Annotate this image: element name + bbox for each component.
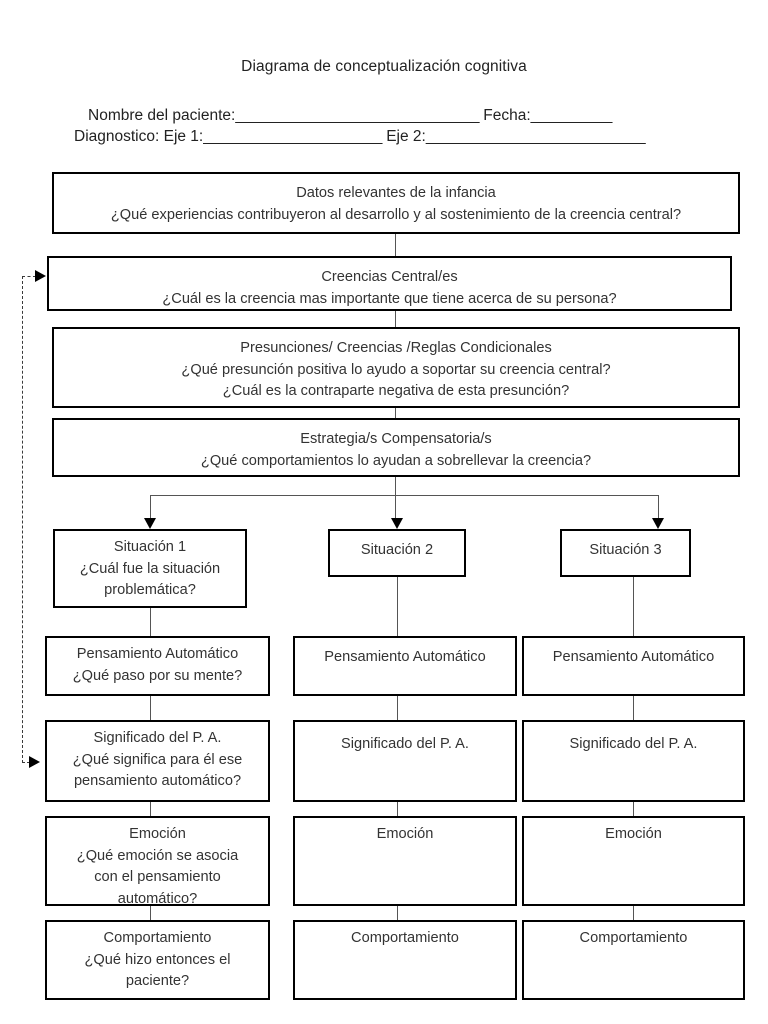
box-situation-1-question-1: ¿Cuál fue la situación	[79, 560, 221, 577]
box-assumptions-title: Presunciones/ Creencias /Reglas Condicio…	[240, 340, 552, 356]
connector-c3-emotion-to-behavior	[633, 906, 635, 920]
date-field[interactable]: __________	[530, 107, 613, 124]
connector-branch-right-drop	[658, 495, 660, 523]
diagnosis-axis2-label: Eje 2:	[381, 128, 426, 145]
box-childhood-data[interactable]: Datos relevantes de la infancia ¿Qué exp…	[52, 172, 740, 234]
box-situation-1-title: Situación 1	[113, 539, 187, 555]
patient-line: Nombre del paciente:____________________…	[0, 105, 768, 126]
box-automatic-thought-3[interactable]: Pensamiento Automático	[522, 636, 745, 696]
box-assumptions-question-1: ¿Qué presunción positiva lo ayudo a sopo…	[181, 361, 611, 378]
box-behavior-2[interactable]: Comportamiento	[293, 920, 517, 1000]
connector-childhood-to-core	[395, 234, 397, 256]
box-emotion-1-question-1: ¿Qué emoción se asocia	[76, 847, 239, 864]
box-automatic-thought-1-title: Pensamiento Automático	[76, 646, 239, 662]
box-situation-3[interactable]: Situación 3	[560, 529, 691, 577]
connector-c2-thought-to-meaning	[397, 696, 399, 720]
box-emotion-1-title: Emoción	[129, 826, 186, 842]
box-emotion-1-question-2: con el pensamiento	[94, 869, 221, 885]
feedback-loop-bottom-segment	[22, 762, 30, 763]
connector-branch-bar	[150, 495, 658, 497]
box-behavior-2-title: Comportamiento	[351, 930, 459, 946]
feedback-arrow-to-meaning-1	[29, 756, 40, 768]
patient-name-label: Nombre del paciente:	[88, 107, 236, 124]
date-label: Fecha:	[478, 107, 531, 124]
box-behavior-1-title: Comportamiento	[103, 930, 212, 946]
box-automatic-thought-2[interactable]: Pensamiento Automático	[293, 636, 517, 696]
connector-c3-situation-to-thought	[633, 577, 635, 636]
box-emotion-2[interactable]: Emoción	[293, 816, 517, 906]
box-behavior-1-question-2: paciente?	[125, 973, 190, 989]
connector-c2-emotion-to-behavior	[397, 906, 399, 920]
diagnosis-axis1-field[interactable]: ______________________	[203, 128, 382, 145]
box-compensatory-strategies[interactable]: Estrategia/s Compensatoria/s ¿Qué compor…	[52, 418, 740, 477]
box-meaning-1-question-2: pensamiento automático?	[73, 773, 242, 789]
connector-c3-meaning-to-emotion	[633, 802, 635, 816]
box-childhood-title: Datos relevantes de la infancia	[296, 185, 496, 201]
box-automatic-thought-1-question: ¿Qué paso por su mente?	[72, 667, 243, 684]
feedback-arrow-to-core-beliefs	[35, 270, 46, 282]
box-automatic-thought-2-title: Pensamiento Automático	[324, 649, 486, 665]
box-strategies-title: Estrategia/s Compensatoria/s	[300, 431, 492, 447]
feedback-loop-vertical	[22, 276, 23, 763]
box-childhood-question: ¿Qué experiencias contribuyeron al desar…	[110, 206, 682, 223]
box-emotion-1[interactable]: Emoción ¿Qué emoción se asocia con el pe…	[45, 816, 270, 907]
diagnosis-line: Diagnostico: Eje 1:_____________________…	[0, 126, 768, 147]
box-meaning-1-question-1: ¿Qué significa para él ese	[72, 751, 243, 768]
box-core-beliefs-title: Creencias Central/es	[321, 269, 458, 285]
form-header: Nombre del paciente:____________________…	[0, 105, 768, 147]
connector-assumptions-to-strategies	[395, 408, 397, 418]
box-meaning-2-title: Significado del P. A.	[341, 736, 469, 752]
connector-c1-thought-to-meaning	[150, 696, 152, 720]
diagnosis-axis2-field[interactable]: ___________________________	[425, 128, 646, 145]
box-situation-2-title: Situación 2	[360, 542, 434, 558]
box-assumptions[interactable]: Presunciones/ Creencias /Reglas Condicio…	[52, 327, 740, 408]
box-automatic-thought-1[interactable]: Pensamiento Automático ¿Qué paso por su …	[45, 636, 270, 696]
box-emotion-2-title: Emoción	[376, 826, 434, 842]
box-situation-1[interactable]: Situación 1 ¿Cuál fue la situación probl…	[53, 529, 247, 608]
connector-core-to-assumptions	[395, 311, 397, 327]
connector-strategies-stem	[395, 477, 397, 523]
box-core-beliefs-question: ¿Cuál es la creencia mas importante que …	[162, 290, 617, 307]
box-behavior-3[interactable]: Comportamiento	[522, 920, 745, 1000]
diagnosis-axis1-label: Diagnostico: Eje 1:	[74, 128, 204, 145]
box-situation-1-question-2: problemática?	[104, 582, 196, 598]
box-behavior-1[interactable]: Comportamiento ¿Qué hizo entonces el pac…	[45, 920, 270, 1000]
connector-branch-left-drop	[150, 495, 152, 523]
connector-c1-meaning-to-emotion	[150, 802, 152, 816]
box-meaning-3[interactable]: Significado del P. A.	[522, 720, 745, 802]
connector-c3-thought-to-meaning	[633, 696, 635, 720]
box-meaning-1-title: Significado del P. A.	[93, 730, 222, 746]
arrow-to-situation-3	[652, 518, 664, 529]
arrow-to-situation-2	[391, 518, 403, 529]
box-meaning-2[interactable]: Significado del P. A.	[293, 720, 517, 802]
connector-c1-situation-to-thought	[150, 608, 152, 636]
box-assumptions-question-2: ¿Cuál es la contraparte negativa de esta…	[222, 383, 570, 399]
box-strategies-question: ¿Qué comportamientos lo ayudan a sobrell…	[200, 452, 592, 469]
box-emotion-1-question-3: automático?	[117, 890, 198, 907]
box-automatic-thought-3-title: Pensamiento Automático	[552, 649, 715, 665]
box-meaning-1[interactable]: Significado del P. A. ¿Qué significa par…	[45, 720, 270, 802]
box-situation-2[interactable]: Situación 2	[328, 529, 466, 577]
arrow-to-situation-1	[144, 518, 156, 529]
box-emotion-3-title: Emoción	[605, 826, 662, 842]
box-meaning-3-title: Significado del P. A.	[569, 736, 698, 752]
connector-c2-meaning-to-emotion	[397, 802, 399, 816]
box-situation-3-title: Situación 3	[589, 542, 662, 558]
page-title: Diagrama de conceptualización cognitiva	[241, 58, 527, 75]
box-behavior-3-title: Comportamiento	[579, 930, 688, 946]
connector-c1-emotion-to-behavior	[150, 906, 152, 920]
box-emotion-3[interactable]: Emoción	[522, 816, 745, 906]
box-behavior-1-question-1: ¿Qué hizo entonces el	[84, 951, 231, 968]
patient-name-field[interactable]: ______________________________	[235, 107, 479, 124]
box-core-beliefs[interactable]: Creencias Central/es ¿Cuál es la creenci…	[47, 256, 732, 311]
feedback-loop-top-segment	[22, 276, 36, 277]
connector-c2-situation-to-thought	[397, 577, 399, 636]
